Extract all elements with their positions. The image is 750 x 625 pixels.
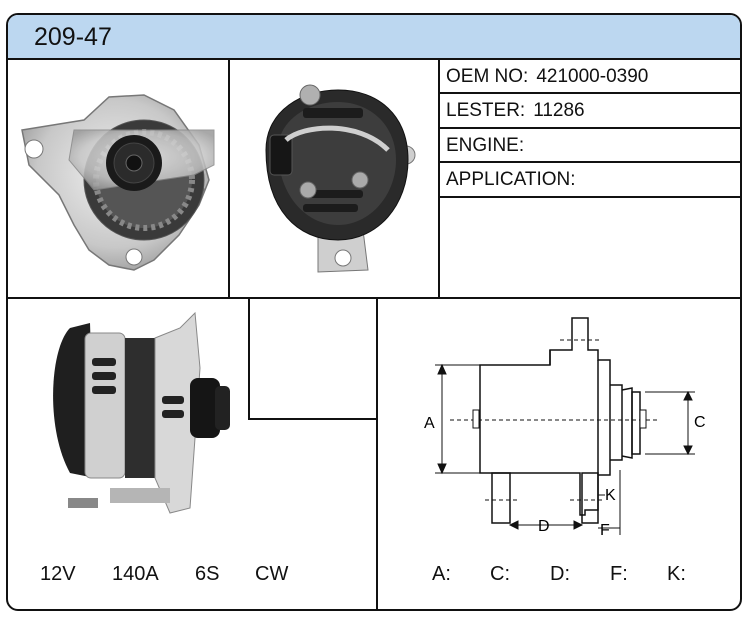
rotation-value: CW xyxy=(255,563,289,585)
rear-housing xyxy=(265,84,416,273)
oem-label: OEM NO: xyxy=(446,66,529,87)
front-housing xyxy=(21,94,215,271)
drawing-outline xyxy=(479,317,641,524)
application-label: APPLICATION: xyxy=(446,169,576,190)
dimension-k: K: xyxy=(667,563,686,585)
lester-value: 11286 xyxy=(533,100,585,121)
pulley-grooves-value: 6S xyxy=(195,563,220,585)
dim-label-k: K xyxy=(605,487,616,504)
dim-label-a: A xyxy=(424,415,435,432)
dimension-lines xyxy=(435,363,695,535)
amperage-value: 140A xyxy=(112,563,159,585)
dimension-c: C: xyxy=(490,563,510,585)
part-number-title: 209-47 xyxy=(34,23,112,51)
title-bar: 209-47 xyxy=(8,15,740,60)
alternator-rear-photo xyxy=(265,84,416,273)
lester-row: LESTER: 11286 xyxy=(446,100,585,122)
side-housing xyxy=(53,311,230,514)
grid-line-inner-box xyxy=(248,297,250,420)
voltage-value: 12V xyxy=(40,563,76,585)
spec-divider-3 xyxy=(438,161,742,163)
lester-label: LESTER: xyxy=(446,100,526,121)
dim-label-f: F xyxy=(600,522,610,539)
application-row: APPLICATION: xyxy=(446,169,584,191)
engine-row: ENGINE: xyxy=(446,135,532,157)
dimension-drawing: A C D F K xyxy=(424,317,706,539)
spec-divider-2 xyxy=(438,127,742,129)
pulley-icon xyxy=(106,135,162,191)
dim-label-d: D xyxy=(538,518,550,535)
grid-line-inner-box-bottom xyxy=(248,418,378,420)
oem-row: OEM NO: 421000-0390 xyxy=(446,66,648,88)
spec-divider-4 xyxy=(438,196,742,198)
grid-line-middle xyxy=(6,297,742,299)
alternator-side-photo xyxy=(53,311,230,514)
oem-value: 421000-0390 xyxy=(536,66,649,87)
grid-line-bottom-center xyxy=(376,297,378,611)
dimension-f: F: xyxy=(610,563,628,585)
alternator-front-photo xyxy=(21,94,215,271)
dimension-d: D: xyxy=(550,563,570,585)
spec-divider-1 xyxy=(438,92,742,94)
dim-label-c: C xyxy=(694,414,706,431)
engine-label: ENGINE: xyxy=(446,135,525,156)
dimension-a: A: xyxy=(432,563,451,585)
grid-line-top-left xyxy=(228,58,230,299)
center-lines xyxy=(450,339,660,501)
grid-line-top-right xyxy=(438,58,440,299)
shaft-mark-left xyxy=(472,409,480,429)
shaft-mark-right xyxy=(639,409,647,429)
